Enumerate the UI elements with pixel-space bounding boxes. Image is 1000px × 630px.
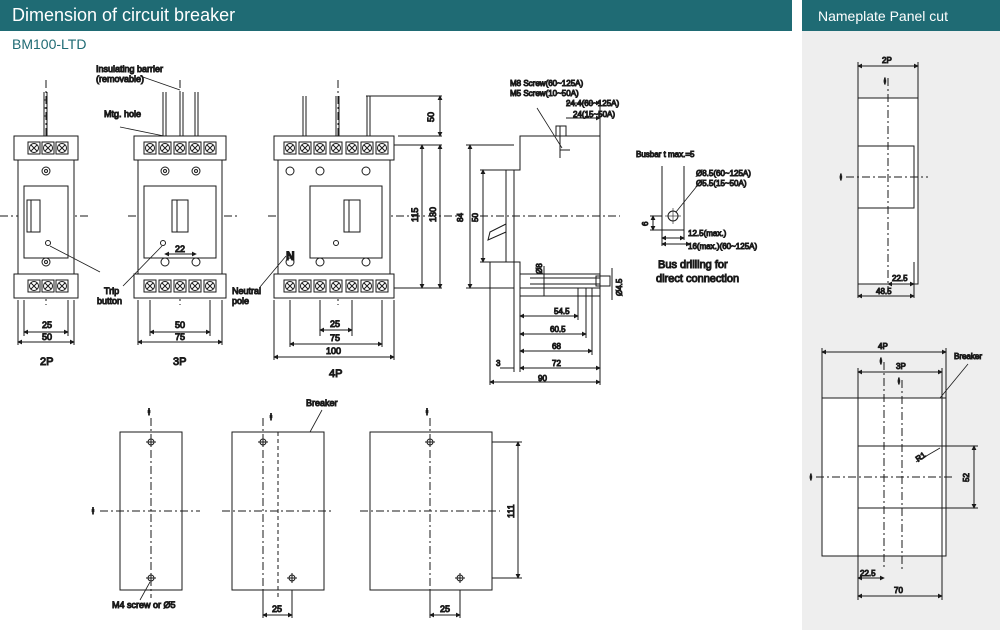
- label-insulating-barrier: Insulating barrier: [96, 64, 163, 74]
- header-title: Dimension of circuit breaker: [12, 5, 236, 25]
- side-header: Nameplate Panel cut: [802, 0, 1000, 31]
- label-3p: 3P: [173, 356, 186, 368]
- cl-mark-3p: ⱡ: [270, 412, 272, 422]
- dim-90: 90: [538, 374, 547, 383]
- breaker-2p-front: [0, 80, 90, 345]
- panel-2p-225: 22.5: [892, 274, 908, 283]
- dim-6: 6: [641, 221, 650, 226]
- mounting-pattern-2p: [100, 418, 200, 601]
- panel-cut-4p: [816, 348, 978, 600]
- dim-4p-100: 100: [326, 346, 341, 356]
- dim-phi55: Ø5.5(15~50A): [696, 179, 747, 188]
- dim-side-50: 50: [471, 213, 480, 222]
- panel-3p-cl: ⱡ: [898, 377, 900, 386]
- label-m8-screw: M8 Screw(60~125A): [510, 79, 583, 88]
- label-trip-button: button: [97, 296, 122, 306]
- cl-mark-2p: ⱡ: [148, 407, 150, 417]
- dim-phi45: Ø4.5: [615, 278, 624, 296]
- dim-125: 12.5(max.): [688, 229, 727, 238]
- label-m4-screw: M4 screw or Ø5: [112, 600, 176, 610]
- dim-mount-3p-25: 25: [272, 604, 282, 614]
- panel-70: 70: [894, 586, 903, 595]
- panel-2p-cl-h: ⱡ: [840, 173, 842, 182]
- dim-2p-25: 25: [42, 320, 52, 330]
- dim-545: 54.5: [554, 307, 570, 316]
- breaker-side-view: [466, 100, 620, 385]
- dim-3p-50: 50: [175, 320, 185, 330]
- label-removable: (removable): [96, 74, 144, 84]
- panel-2p-485: 48.5: [876, 287, 892, 296]
- neutral-n-mark: N: [286, 249, 295, 263]
- label-neutral: Neutral: [232, 286, 261, 296]
- panel-2p-cl: ⱡ: [884, 77, 886, 86]
- dim-2p-50: 50: [42, 332, 52, 342]
- dim-115: 115: [410, 208, 420, 222]
- label-bus-drilling: Bus drilling for: [658, 259, 728, 271]
- cl-mark-2p-h: ⱡ: [92, 506, 94, 516]
- dim-84: 84: [456, 213, 465, 222]
- panel-2p-label: 2P: [882, 56, 892, 65]
- label-direct-connection: direct connection: [656, 273, 739, 285]
- main-header: Dimension of circuit breaker: [0, 0, 792, 31]
- mounting-pattern-3p: [222, 409, 334, 618]
- dim-3: 3: [496, 359, 501, 368]
- dim-4p-75: 75: [330, 333, 340, 343]
- panel-cut-2p: [846, 62, 928, 299]
- mounting-pattern-4p: [360, 418, 522, 618]
- dim-3p-75: 75: [175, 332, 185, 342]
- dim-605: 60.5: [550, 325, 566, 334]
- header-gap: [792, 0, 802, 630]
- label-m5-screw: M5 Screw(10~50A): [510, 89, 579, 98]
- label-mtg-hole: Mtg. hole: [104, 109, 141, 119]
- side-header-title: Nameplate Panel cut: [818, 7, 948, 24]
- dim-phi85: Ø8.5(60~125A): [696, 169, 751, 178]
- panel-3p-label: 3P: [896, 362, 906, 371]
- panel-4p-cl: ⱡ: [880, 357, 882, 366]
- dim-68: 68: [552, 342, 561, 351]
- breaker-3p-front: [49, 75, 238, 345]
- dim-24-4: 24.4(60~125A): [566, 99, 619, 108]
- label-trip: Trip: [104, 286, 119, 296]
- panel-4p-225: 22.5: [860, 569, 876, 578]
- dim-4p-25: 25: [330, 319, 340, 329]
- label-2p: 2P: [40, 356, 53, 368]
- dim-111: 111: [506, 504, 516, 518]
- dim-3p-22: 22: [175, 244, 185, 254]
- label-4p: 4P: [329, 368, 342, 380]
- dim-24: 24(15~50A): [573, 110, 615, 119]
- model-subtitle: BM100-LTD: [12, 36, 87, 52]
- panel-52: 52: [962, 473, 971, 482]
- panel-4p-cl-h: ⱡ: [810, 473, 812, 482]
- cl-mark-4p: ⱡ: [426, 407, 428, 417]
- breaker-4p-front: [259, 80, 460, 360]
- dim-4p-50v: 50: [426, 112, 436, 122]
- dim-16: 16(max.)(60~125A): [688, 242, 757, 251]
- dim-130: 130: [428, 207, 438, 222]
- busbar-detail: [650, 166, 698, 247]
- dim-mount-4p-25: 25: [440, 604, 450, 614]
- panel-breaker-label: Breaker: [954, 352, 982, 361]
- label-breaker: Breaker: [306, 398, 338, 408]
- dim-phi8: Ø8: [535, 263, 544, 274]
- label-busbar: Busbar t max.=5: [636, 150, 695, 159]
- label-neutral-pole: pole: [232, 296, 249, 306]
- panel-4p-label: 4P: [878, 342, 888, 351]
- dim-72: 72: [552, 359, 561, 368]
